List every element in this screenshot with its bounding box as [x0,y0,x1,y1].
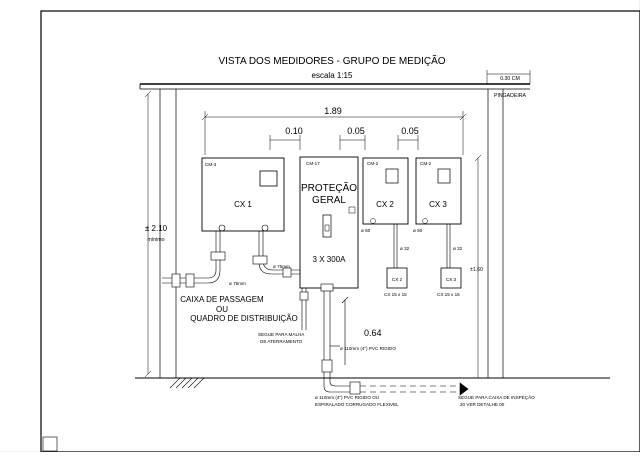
grounding-conduit [299,288,309,330]
roof-eave [139,70,531,90]
protecao-rating: 3 X 300A [313,255,347,264]
cx2-tag: CM-2 [367,161,379,166]
caixa-line2: OU [216,305,228,314]
gap-dim-3: 0.05 [401,126,419,136]
cx3-tag: CM-2 [420,161,432,166]
protecao-line1: PROTEÇÃO [301,181,357,194]
underground-conduit [323,372,469,396]
protecao-line2: GERAL [312,195,346,206]
gap-dim-2: 0.05 [347,126,365,136]
b3-label: CX 3 [446,277,457,282]
height-dimension [144,90,152,378]
meter-box-cx3 [415,157,462,225]
bottom-note1-line1: ø 110mm (4") PVC RIGIDO OU [315,395,379,400]
protection-box [299,156,359,289]
cx3-label: CX 3 [429,200,447,209]
drop-conduits [393,224,451,268]
height-value: ± 2.10 [145,224,168,233]
b2-conduit: ø 32 [400,246,410,251]
cx1-label: CX 1 [234,200,252,209]
protecao-tag: CM-17 [306,161,320,166]
bottom-note2-line1: SEGUE PARA CAIXA DE INSPEÇÃO [458,394,535,400]
b2-label: CX 2 [392,277,403,282]
overall-width-dimension [201,111,467,155]
cx3-conduit: ø 50 [413,228,423,233]
corner-marker [42,436,58,452]
b3-size: CX 15 x 15 [437,292,460,297]
drawing-scale: escala 1:15 [312,71,353,80]
cx1-tag: CM-3 [205,162,217,167]
eave-dimension: 0.30 CM [500,76,520,82]
lower-boxes [386,267,462,289]
cx2-conduit: ø 50 [361,228,371,233]
eave-label: PINGADEIRA [494,93,527,99]
conduit-75-a: ø 75mm [273,264,290,269]
caixa-line1: CAIXA DE PASSAGEM [180,295,264,304]
bottom-note2-line2: 20 VER DETALHE 00 [460,402,505,407]
meter-box-cx2 [362,157,409,225]
aterramento-line1: SEGUE PARA MALHA [258,332,305,337]
overall-width-value: 1.89 [324,106,342,116]
right-height-dimension [474,154,482,378]
ground-line [135,377,610,389]
b2-size: CX 15 x 15 [384,292,407,297]
aterramento-line2: DE ATERRAMENTO [260,339,303,344]
meter-box-cx1 [201,157,285,232]
pvc-110-label: ø 110mm (4") PVC RIGIDO [340,346,396,351]
caixa-line3: QUADRO DE DISTRIBUIÇÃO [190,314,298,323]
main-feeder-conduit [320,283,349,373]
bottom-note1-line2: ESPIRALADO CORRUGADO FLEXIVEL [315,402,399,407]
wall-lines [159,89,504,378]
height-unit: mínimo [147,237,164,243]
depth-dimension: 0.64 [364,328,382,338]
gap-dimensions [269,135,419,150]
cx2-label: CX 2 [376,200,394,209]
b3-conduit: ø 32 [453,246,463,251]
gap-dim-1: 0.10 [285,126,303,136]
cx1-conduits [162,231,300,288]
right-height-value: ±1.60 [470,267,483,273]
drawing-title: VISTA DOS MEDIDORES - GRUPO DE MEDIÇÃO [218,54,445,67]
conduit-75-b: ø 75mm [229,281,246,286]
